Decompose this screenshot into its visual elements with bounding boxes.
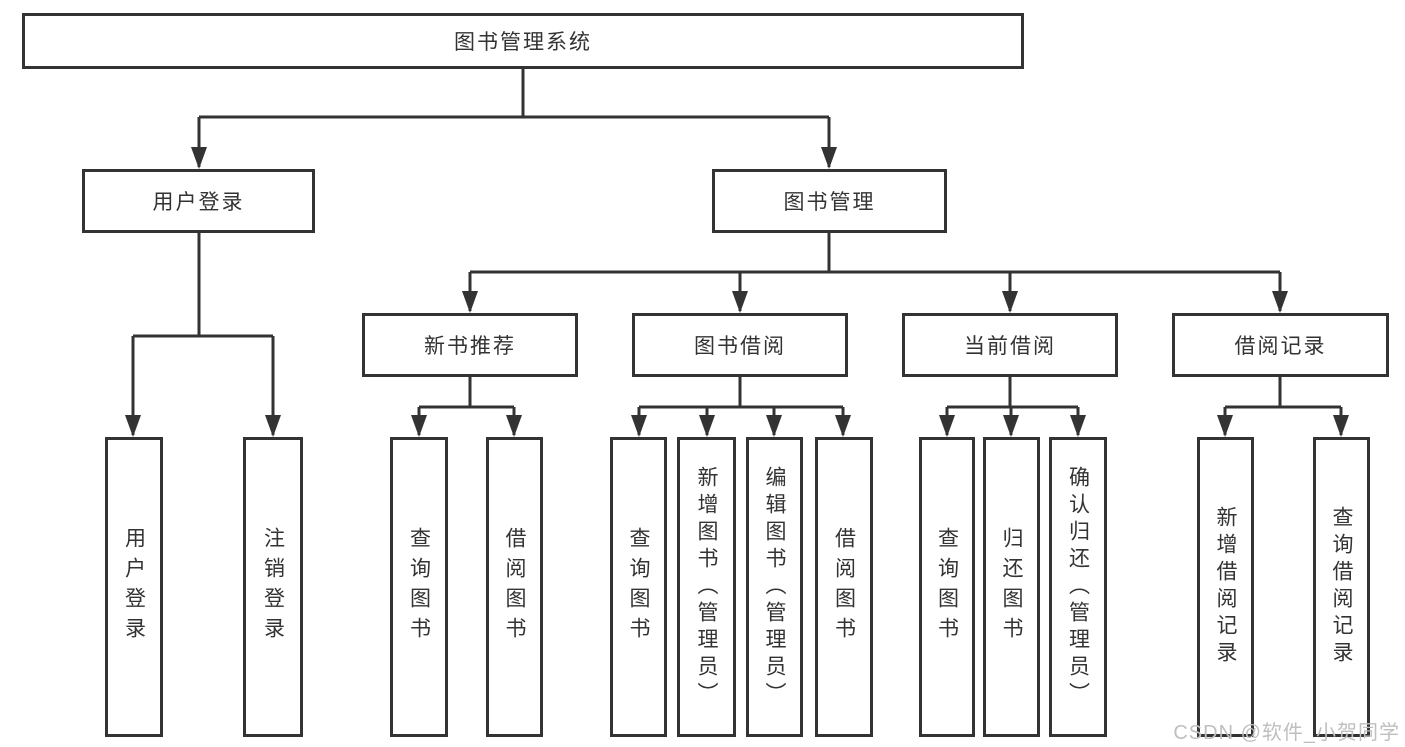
- leaf-query-books: 查询图书: [390, 437, 448, 737]
- connector-user-login-to-leaves: [131, 233, 275, 435]
- arrow-down-icon: [125, 415, 141, 437]
- leaf-borrow-books: 借阅图书: [486, 437, 543, 737]
- leaf-user-login: 用户登录: [105, 437, 163, 737]
- arrow-down-icon: [411, 415, 427, 437]
- arrow-down-icon: [1070, 415, 1086, 437]
- arrow-down-icon: [939, 415, 955, 437]
- node-new-book-recommendation: 新书推荐: [362, 313, 578, 377]
- arrow-down-icon: [821, 147, 837, 169]
- arrow-down-icon: [732, 291, 748, 313]
- leaf-edit-book-admin: 编辑图书（管理员）: [746, 437, 803, 737]
- arrow-down-icon: [1002, 291, 1018, 313]
- connector-root-to-level2: [197, 69, 831, 167]
- arrow-down-icon: [1272, 291, 1288, 313]
- arrow-down-icon: [506, 415, 522, 437]
- leaf-add-borrowing-record: 新增借阅记录: [1197, 437, 1254, 737]
- arrow-down-icon: [766, 415, 782, 437]
- csdn-watermark: CSDN @软件_小贺同学: [1173, 722, 1400, 744]
- arrow-down-icon: [631, 415, 647, 437]
- arrow-down-icon: [699, 415, 715, 437]
- arrowhead-icons: [125, 147, 1349, 437]
- leaf-logout: 注销登录: [243, 437, 303, 737]
- node-borrowing-records: 借阅记录: [1172, 313, 1389, 377]
- arrow-down-icon: [191, 147, 207, 169]
- node-current-borrowing: 当前借阅: [902, 313, 1118, 377]
- arrow-down-icon: [265, 415, 281, 437]
- leaf-query-borrowing-record: 查询借阅记录: [1313, 437, 1370, 737]
- connector-new-book-recommendation-to-leaves: [417, 377, 516, 435]
- arrow-down-icon: [1217, 415, 1233, 437]
- node-book-borrowing: 图书借阅: [632, 313, 848, 377]
- arrow-down-icon: [1003, 415, 1019, 437]
- connector-book-management-to-level3: [468, 233, 1282, 311]
- node-book-management-system: 图书管理系统: [22, 13, 1024, 69]
- arrow-down-icon: [835, 415, 851, 437]
- leaf-query-books: 查询图书: [610, 437, 667, 737]
- arrow-down-icon: [1333, 415, 1349, 437]
- leaf-add-book-admin: 新增图书（管理员）: [677, 437, 736, 737]
- arrow-down-icon: [462, 291, 478, 313]
- node-book-management: 图书管理: [712, 169, 947, 233]
- leaf-return-books: 归还图书: [983, 437, 1040, 737]
- connector-borrowing-records-to-leaves: [1223, 377, 1343, 435]
- node-user-login: 用户登录: [82, 169, 315, 233]
- leaf-confirm-return-admin: 确认归还（管理员）: [1049, 437, 1107, 737]
- connector-book-borrowing-to-leaves: [637, 377, 845, 435]
- leaf-borrow-books: 借阅图书: [815, 437, 873, 737]
- leaf-query-books: 查询图书: [919, 437, 975, 737]
